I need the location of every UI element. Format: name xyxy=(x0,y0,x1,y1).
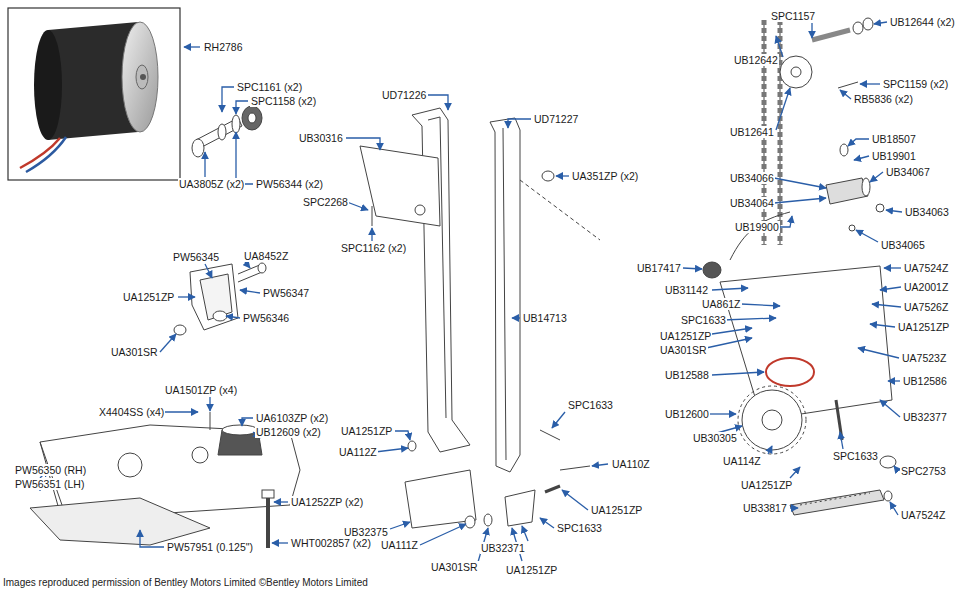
part-number: SPC1162 (x2) xyxy=(340,242,407,254)
part-number: UA1251ZP xyxy=(122,291,175,303)
part-number: SPC1633 xyxy=(556,522,603,534)
part-number: UB12642 xyxy=(733,54,779,66)
part-number: UA1251ZP xyxy=(740,479,793,491)
part-number: UB12641 xyxy=(729,126,775,138)
part-number: PW56351 (LH) xyxy=(14,478,85,490)
part-number: UA7524Z xyxy=(900,509,946,521)
part-number: UA1251ZP xyxy=(590,504,643,516)
part-number: UA861Z xyxy=(701,298,742,310)
part-number: UB19900 xyxy=(734,221,780,233)
part-number: UB12588 xyxy=(664,369,710,381)
part-number: UB19901 xyxy=(871,150,917,162)
part-number: UA114Z xyxy=(722,455,762,467)
part-number: UB12609 (x2) xyxy=(255,426,322,438)
part-number: PW56346 xyxy=(242,312,290,324)
part-number: SPC2268 xyxy=(302,196,349,208)
part-number: SPC1633 xyxy=(567,399,614,411)
part-number: UB30305 xyxy=(692,432,738,444)
part-number: UA1251ZP xyxy=(897,321,950,333)
caption: Images reproduced permission of Bentley … xyxy=(3,577,368,589)
part-number: UA6103ZP (x2) xyxy=(255,412,329,424)
part-number: UB32377 xyxy=(902,411,948,423)
part-number: UB34065 xyxy=(880,239,926,251)
leader-lines xyxy=(40,22,902,562)
part-number: RH2786 xyxy=(203,41,244,53)
part-number: UB12600 xyxy=(664,408,710,420)
part-number: UA1501ZP (x4) xyxy=(164,384,238,396)
part-number: UA301SR xyxy=(430,561,479,573)
part-number: UD71227 xyxy=(533,113,579,125)
part-number: UA301SR xyxy=(110,346,159,358)
part-number: SPC1158 (x2) xyxy=(250,95,317,107)
part-number: UB33817 xyxy=(742,502,788,514)
part-number: UA110Z xyxy=(611,458,651,470)
part-number: UA1251ZP xyxy=(659,330,712,342)
part-number: SPC1157 xyxy=(770,10,816,22)
part-number: X4404SS (x4) xyxy=(98,406,165,418)
part-number: SPC2753 xyxy=(900,465,947,477)
part-number: UA8452Z xyxy=(243,250,289,262)
part-number: UB34064 xyxy=(729,197,775,209)
part-number: UA2001Z xyxy=(903,281,949,293)
part-number: PW56345 xyxy=(172,251,220,263)
part-number: UB14713 xyxy=(522,312,568,324)
part-number: UA7526Z xyxy=(903,301,949,313)
part-number: UB30316 xyxy=(298,132,344,144)
part-number: UA7524Z xyxy=(903,262,949,274)
part-number: UB32375 xyxy=(343,526,389,538)
part-number: UB18507 xyxy=(871,133,917,145)
part-number: PW56347 xyxy=(262,287,310,299)
part-number: UA1251ZP xyxy=(505,564,558,576)
part-number: UA301SR xyxy=(659,344,708,356)
part-number: UA112Z xyxy=(338,446,378,458)
part-number: SPC1159 (x2) xyxy=(882,78,949,90)
part-number: UA1251ZP xyxy=(340,425,393,437)
part-number: UA111Z xyxy=(380,539,419,551)
part-number: UA1252ZP (x2) xyxy=(290,496,364,508)
part-number: UB12644 (x2) xyxy=(889,16,956,28)
part-number: PW57951 (0.125") xyxy=(166,541,254,553)
part-number: SPC1633 xyxy=(680,314,727,326)
part-number: PW56344 (x2) xyxy=(255,178,324,190)
part-number: UB32371 xyxy=(480,542,526,554)
part-number: UB31142 xyxy=(664,284,709,296)
part-number: WHT002857 (x2) xyxy=(290,537,372,549)
part-number: SPC1633 xyxy=(832,450,879,462)
part-number: UA351ZP (x2) xyxy=(571,170,639,182)
part-number: UB12586 xyxy=(902,375,948,387)
part-number: UA3805Z (x2) xyxy=(178,178,245,190)
part-number: PW56350 (RH) xyxy=(14,464,87,476)
part-number: RB5836 (x2) xyxy=(853,93,914,105)
motor-photo xyxy=(8,8,180,180)
part-number: UB34067 xyxy=(885,166,931,178)
part-number: UB34063 xyxy=(904,206,950,218)
part-number: UA7523Z xyxy=(901,352,947,364)
part-number: UB17417 xyxy=(636,262,682,274)
part-number: UD71226 xyxy=(381,89,427,101)
part-number: UB34066 xyxy=(729,172,775,184)
part-number: SPC1161 (x2) xyxy=(236,81,303,93)
